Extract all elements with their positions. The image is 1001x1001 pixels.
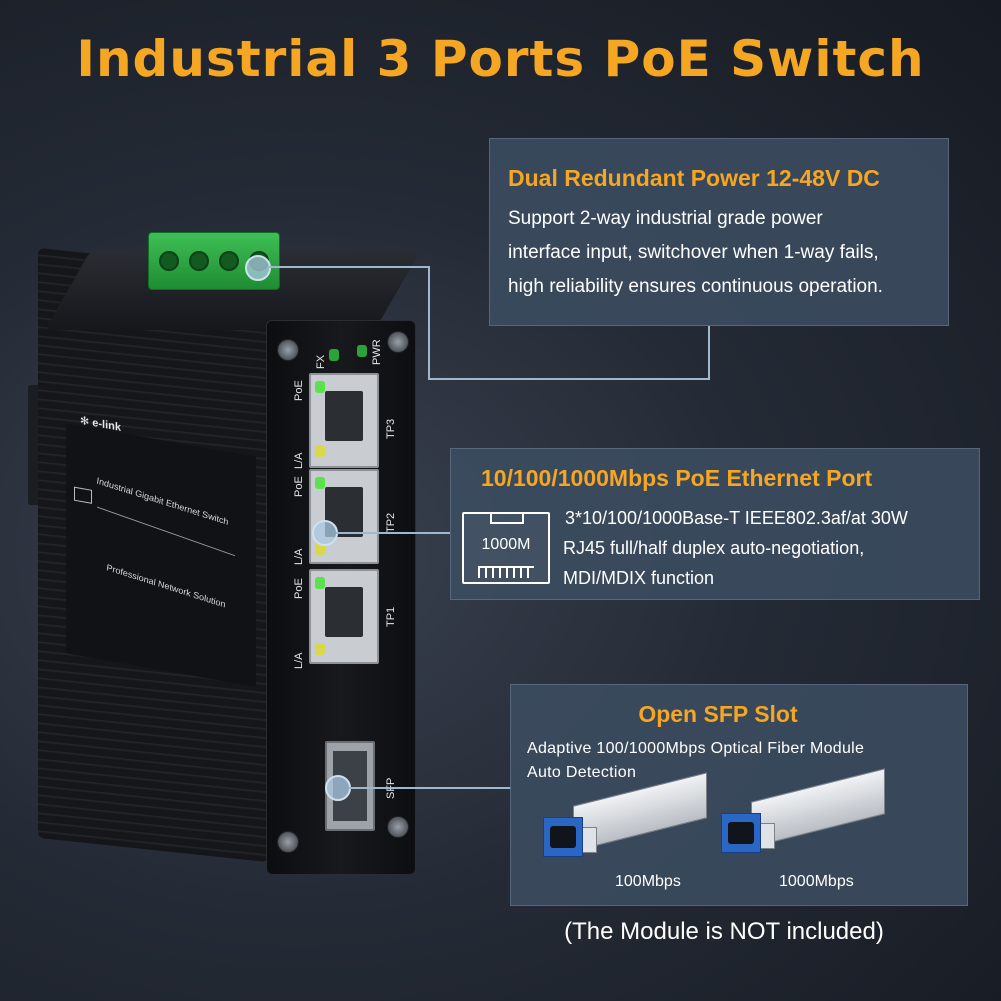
poe-led <box>315 477 325 489</box>
fx-led-label: FX <box>315 354 327 369</box>
port-label-tp1: TP1 <box>385 606 397 627</box>
link-led <box>315 445 325 457</box>
connector-line <box>349 787 511 789</box>
side-title: Industrial Gigabit Ethernet Switch <box>95 475 230 527</box>
sfp-module-label: 100Mbps <box>615 873 681 890</box>
screw-icon <box>387 331 409 353</box>
fx-led <box>329 349 339 361</box>
sfp-panel-line: Auto Detection <box>527 764 637 781</box>
connector-line <box>428 266 430 380</box>
poe-led <box>315 381 325 393</box>
ethernet-panel-line: MDI/MDIX function <box>563 568 715 588</box>
side-subtitle: Professional Network Solution <box>105 562 227 610</box>
power-panel-line: Support 2-way industrial grade power <box>508 208 823 229</box>
module-not-included-note: (The Module is NOT included) <box>564 918 884 945</box>
led-label-poe: PoE <box>293 476 305 497</box>
led-label-la: L/A <box>293 548 305 565</box>
ethernet-panel-line: RJ45 full/half duplex auto-negotiation, <box>563 538 865 558</box>
sfp-module-100 <box>539 772 709 864</box>
power-panel-line: interface input, switchover when 1-way f… <box>508 242 879 263</box>
page-title: Industrial 3 Ports PoE Switch <box>76 30 925 88</box>
ethernet-panel-line: 3*10/100/1000Base-T IEEE802.3af/at 30W <box>565 508 908 528</box>
connector-line <box>336 532 450 534</box>
rj45-port-tp3[interactable] <box>309 373 379 468</box>
screw-icon <box>277 831 299 853</box>
fiber-connector-icon <box>721 813 761 853</box>
port-label-tp2: TP2 <box>385 512 397 533</box>
led-label-la: L/A <box>293 452 305 469</box>
screw-icon <box>387 816 409 838</box>
sfp-panel-title: Open SFP Slot <box>638 701 798 727</box>
poe-switch-device: ✻ e-link Industrial Gigabit Ethernet Swi… <box>28 232 422 880</box>
connector-line <box>708 326 710 380</box>
sfp-info-panel: Open SFP Slot Adaptive 100/1000Mbps Opti… <box>510 684 968 906</box>
link-led <box>315 543 325 555</box>
connector-line <box>428 378 710 380</box>
led-label-la: L/A <box>293 652 305 669</box>
led-label-poe: PoE <box>293 578 305 599</box>
callout-dot-sfp <box>325 775 351 801</box>
link-led <box>315 643 325 655</box>
sfp-module-label: 1000Mbps <box>779 873 854 890</box>
poe-led <box>315 577 325 589</box>
led-label-poe: PoE <box>293 380 305 401</box>
rj45-port-icon: 1000M <box>462 512 550 584</box>
ethernet-port-icon <box>74 486 92 504</box>
screw-icon <box>277 339 299 361</box>
power-panel-line: high reliability ensures continuous oper… <box>508 276 883 297</box>
ethernet-info-panel: 10/100/1000Mbps PoE Ethernet Port 3*10/1… <box>450 448 980 600</box>
sfp-panel-line: Adaptive 100/1000Mbps Optical Fiber Modu… <box>527 740 865 757</box>
device-front-panel: FX PWR TP3 PoE L/A TP2 PoE L/A TP1 PoE L… <box>266 320 416 875</box>
connector-line <box>268 266 430 268</box>
sfp-module-1000 <box>717 768 887 860</box>
brand-name: e-link <box>92 416 122 434</box>
callout-dot-ethernet <box>312 520 338 546</box>
rj45-speed-label: 1000M <box>481 536 531 553</box>
port-label-tp3: TP3 <box>385 418 397 439</box>
power-info-panel: Dual Redundant Power 12-48V DC Support 2… <box>489 138 949 326</box>
pwr-led-label: PWR <box>371 339 383 365</box>
snowflake-icon: ✻ <box>80 414 93 429</box>
device-side-label: ✻ e-link Industrial Gigabit Ethernet Swi… <box>66 415 256 687</box>
fiber-connector-icon <box>543 817 583 857</box>
ethernet-panel-title: 10/100/1000Mbps PoE Ethernet Port <box>481 465 873 491</box>
power-panel-title: Dual Redundant Power 12-48V DC <box>508 165 880 191</box>
pwr-led <box>357 345 367 357</box>
callout-dot-power <box>245 255 271 281</box>
